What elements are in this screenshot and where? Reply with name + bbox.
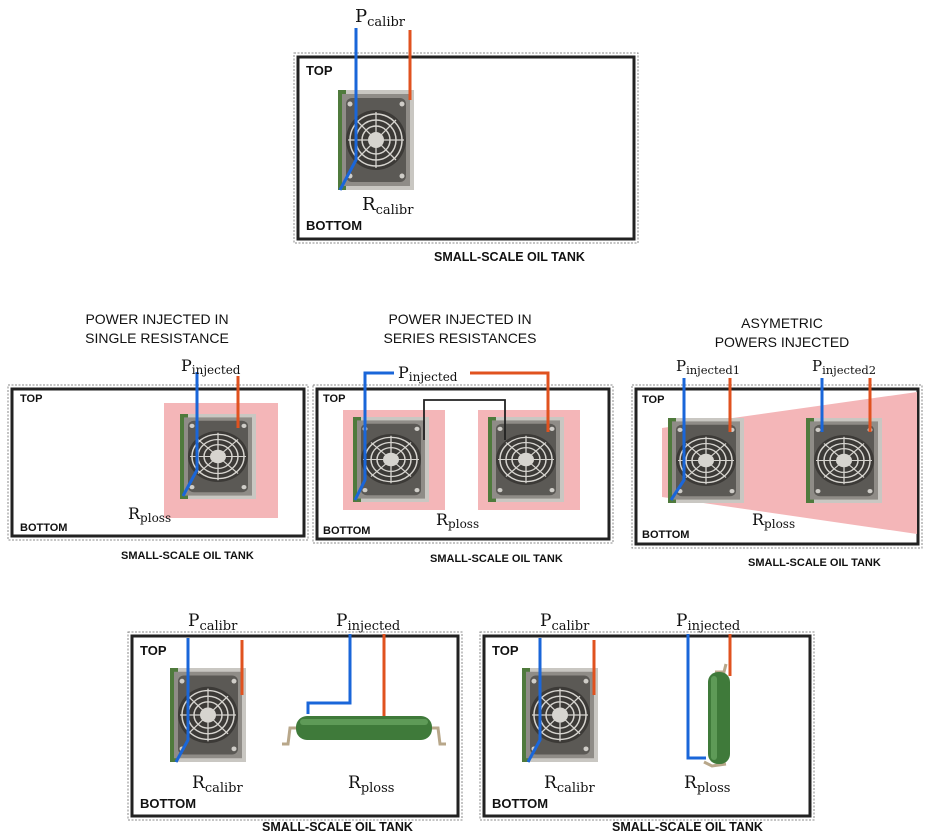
panel-calibration: Pcalibr Rcalibr TOP BOTTOM SMALL-SCALE O… (294, 6, 638, 264)
power2-symbol: P (812, 357, 822, 375)
resistance-subscript: ploss (448, 517, 479, 531)
resistance-symbol: R (752, 510, 765, 529)
power-symbol: P (398, 363, 409, 382)
top-label: TOP (642, 394, 664, 406)
tank-label: SMALL-SCALE OIL TANK (612, 820, 763, 834)
power2-subscript: injected2 (822, 363, 876, 377)
injected-power-symbol: P (676, 611, 687, 631)
heater-image-left (668, 418, 744, 503)
calibr-power-symbol: P (540, 611, 551, 631)
resistance-label: Rploss (436, 510, 479, 531)
panel-asymmetric-powers: ASYMETRIC POWERS INJECTED Pinjected1 Pin… (632, 315, 922, 569)
power-symbol: P (355, 6, 367, 27)
resistance-label: Rcalibr (362, 194, 414, 218)
calibr-resistance-label: Rcalibr (192, 773, 243, 796)
calibr-resistance-subscript: calibr (557, 781, 596, 796)
tank-label: SMALL-SCALE OIL TANK (748, 557, 881, 569)
power-label: Pcalibr (355, 6, 406, 30)
calibration-resistor-image (170, 668, 246, 762)
heater-image-right (488, 417, 564, 502)
bottom-label: BOTTOM (323, 525, 370, 537)
resistance-subscript: ploss (764, 517, 795, 531)
calibr-power-symbol: P (188, 611, 199, 631)
tank-label: SMALL-SCALE OIL TANK (121, 550, 254, 562)
top-label: TOP (492, 643, 519, 658)
injected-power-subscript: injected (687, 619, 740, 634)
bottom-label: BOTTOM (140, 796, 196, 811)
top-label: TOP (20, 393, 42, 405)
resistance-symbol: R (128, 504, 141, 523)
caption-line2: POWERS INJECTED (715, 334, 850, 350)
ploss-resistance-subscript: ploss (361, 781, 395, 796)
calibr-power-subscript: calibr (551, 619, 590, 634)
caption-line2: SINGLE RESISTANCE (85, 330, 229, 346)
power-subscript: calibr (367, 15, 406, 30)
ploss-resistor-vertical (704, 664, 730, 766)
ploss-resistor-horizontal (282, 716, 446, 744)
calibr-resistance-label: Rcalibr (544, 773, 595, 796)
power-label: Pinjected (398, 363, 458, 384)
panel-vertical-resistor: Pcalibr Pinjected Rcalibr Rploss TOP BOT… (480, 611, 814, 834)
power-subscript: injected (192, 363, 241, 377)
caption-line2: SERIES RESISTANCES (383, 330, 536, 346)
resistance-subscript: ploss (140, 511, 171, 525)
resistance-symbol: R (436, 510, 449, 529)
heater-image (180, 414, 256, 499)
injected-power-symbol: P (336, 611, 347, 631)
panel-series-resistances: POWER INJECTED IN SERIES RESISTANCES Pin… (313, 311, 613, 565)
resistance-symbol: R (362, 194, 376, 215)
power-label: Pinjected (181, 356, 241, 377)
injected-power-label: Pinjected (336, 611, 400, 634)
bottom-label: BOTTOM (642, 529, 689, 541)
power-symbol: P (181, 356, 192, 375)
bottom-label: BOTTOM (492, 796, 548, 811)
calibr-resistance-subscript: calibr (205, 781, 244, 796)
wire-blue-injected (308, 634, 350, 714)
ploss-resistance-label: Rploss (684, 773, 730, 796)
tank-label: SMALL-SCALE OIL TANK (262, 820, 413, 834)
injected-power-subscript: injected (347, 619, 400, 634)
ploss-resistance-subscript: ploss (697, 781, 731, 796)
bottom-label: BOTTOM (20, 522, 67, 534)
tank-label: SMALL-SCALE OIL TANK (430, 553, 563, 565)
top-label: TOP (323, 393, 345, 405)
calibration-resistor-image (522, 668, 598, 762)
panel-single-resistance: POWER INJECTED IN SINGLE RESISTANCE Pinj… (8, 311, 308, 562)
power1-subscript: injected1 (686, 363, 740, 377)
top-label: TOP (140, 643, 167, 658)
panel-horizontal-resistor: Pcalibr Pinjected Rcalibr Rploss TOP BOT… (128, 611, 462, 834)
power-subscript: injected (409, 370, 458, 384)
caption-line1: ASYMETRIC (741, 315, 823, 331)
calibr-power-label: Pcalibr (188, 611, 238, 634)
resistance-subscript: calibr (376, 203, 415, 218)
injected-power-label: Pinjected (676, 611, 740, 634)
tank-label: SMALL-SCALE OIL TANK (434, 250, 585, 264)
power1-label: Pinjected1 (676, 357, 740, 377)
caption-line1: POWER INJECTED IN (85, 311, 228, 327)
power1-symbol: P (676, 357, 686, 375)
power2-label: Pinjected2 (812, 357, 876, 377)
ploss-resistance-label: Rploss (348, 773, 394, 796)
bottom-label: BOTTOM (306, 218, 362, 233)
wire-blue-injected (688, 634, 706, 758)
caption-line1: POWER INJECTED IN (388, 311, 531, 327)
top-label: TOP (306, 63, 333, 78)
calibr-power-label: Pcalibr (540, 611, 590, 634)
calibr-power-subscript: calibr (199, 619, 238, 634)
